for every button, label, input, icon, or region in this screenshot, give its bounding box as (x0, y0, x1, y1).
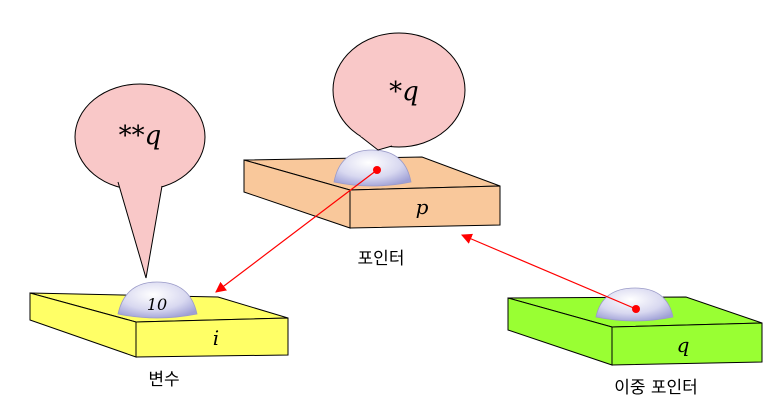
pointer-value-label: p (416, 195, 429, 219)
pointer-caption: 포인터 (358, 244, 405, 269)
bubble-double-deref: **q (75, 84, 205, 278)
double-pointer-box: q (508, 288, 762, 365)
pointer-box: p (244, 150, 500, 228)
variable-content-label: 10 (147, 295, 167, 314)
double-pointer-caption: 이중 포인터 (614, 373, 698, 398)
double-pointer-dome (596, 288, 673, 321)
bubble-single-deref-text: *q (389, 77, 419, 107)
variable-caption: 변수 (148, 365, 179, 390)
bubble-double-deref-text: **q (119, 121, 162, 151)
variable-value-label: i (213, 326, 219, 350)
double-pointer-value-label: q (677, 333, 690, 357)
bubble-single-deref: *q (333, 33, 465, 150)
pointer-dome (334, 150, 411, 186)
variable-box: 10 i (30, 282, 288, 357)
